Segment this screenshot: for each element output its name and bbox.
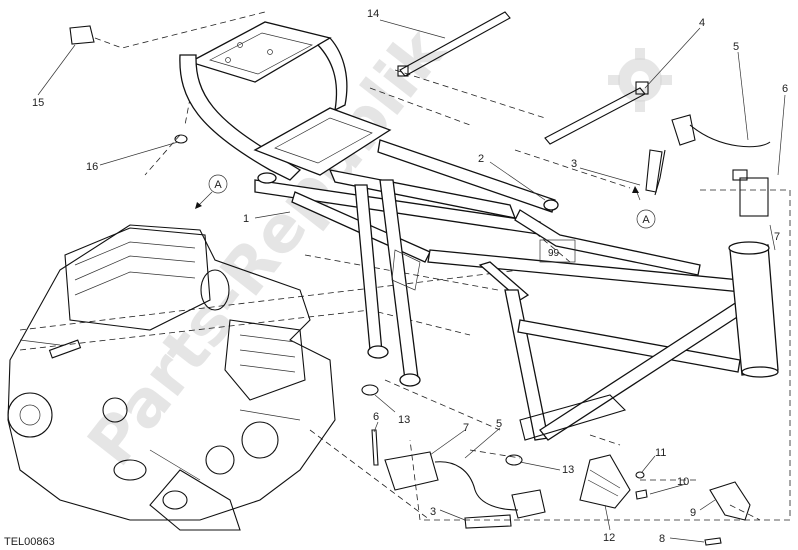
drawing-code: TEL00863 xyxy=(4,536,55,548)
callout-1: 1 xyxy=(243,213,249,225)
callout-7: 7 xyxy=(463,422,469,434)
callout-3: 3 xyxy=(430,506,436,518)
reference-marker-right: A xyxy=(632,186,656,229)
callout-11: 11 xyxy=(655,447,666,459)
callout-15: 15 xyxy=(32,97,44,109)
callout-10: 10 xyxy=(677,476,689,488)
callout-13: 13 xyxy=(398,414,410,426)
callout-16: 16 xyxy=(86,161,98,173)
callouts: 1 2 3 3 4 5 5 6 6 7 7 8 9 10 11 12 13 13… xyxy=(32,8,788,545)
callout-4: 4 xyxy=(699,17,705,29)
callout-5: 5 xyxy=(733,41,739,53)
callout-12: 12 xyxy=(603,532,615,544)
reference-marker-top: A xyxy=(195,174,228,209)
callout-8: 8 xyxy=(659,533,665,545)
callout-14: 14 xyxy=(367,8,379,20)
callout-2: 2 xyxy=(478,153,484,165)
callout-13: 13 xyxy=(562,464,574,476)
callout-3: 3 xyxy=(571,158,577,170)
reference-marker-label: A xyxy=(214,179,222,191)
leader-lines xyxy=(37,19,786,543)
gear-logo-icon xyxy=(608,48,672,112)
trellis-frame: 99 xyxy=(179,21,779,441)
callout-6: 6 xyxy=(782,83,788,95)
callout-9: 9 xyxy=(690,507,696,519)
ignition-parts xyxy=(69,11,771,546)
callout-7: 7 xyxy=(774,231,780,243)
engine xyxy=(7,224,336,531)
assembly-guide-lines xyxy=(19,11,791,521)
frame-stamp: 99 xyxy=(548,248,560,259)
callout-5: 5 xyxy=(496,418,502,430)
callout-6: 6 xyxy=(373,411,379,423)
reference-marker-label: A xyxy=(642,214,650,226)
